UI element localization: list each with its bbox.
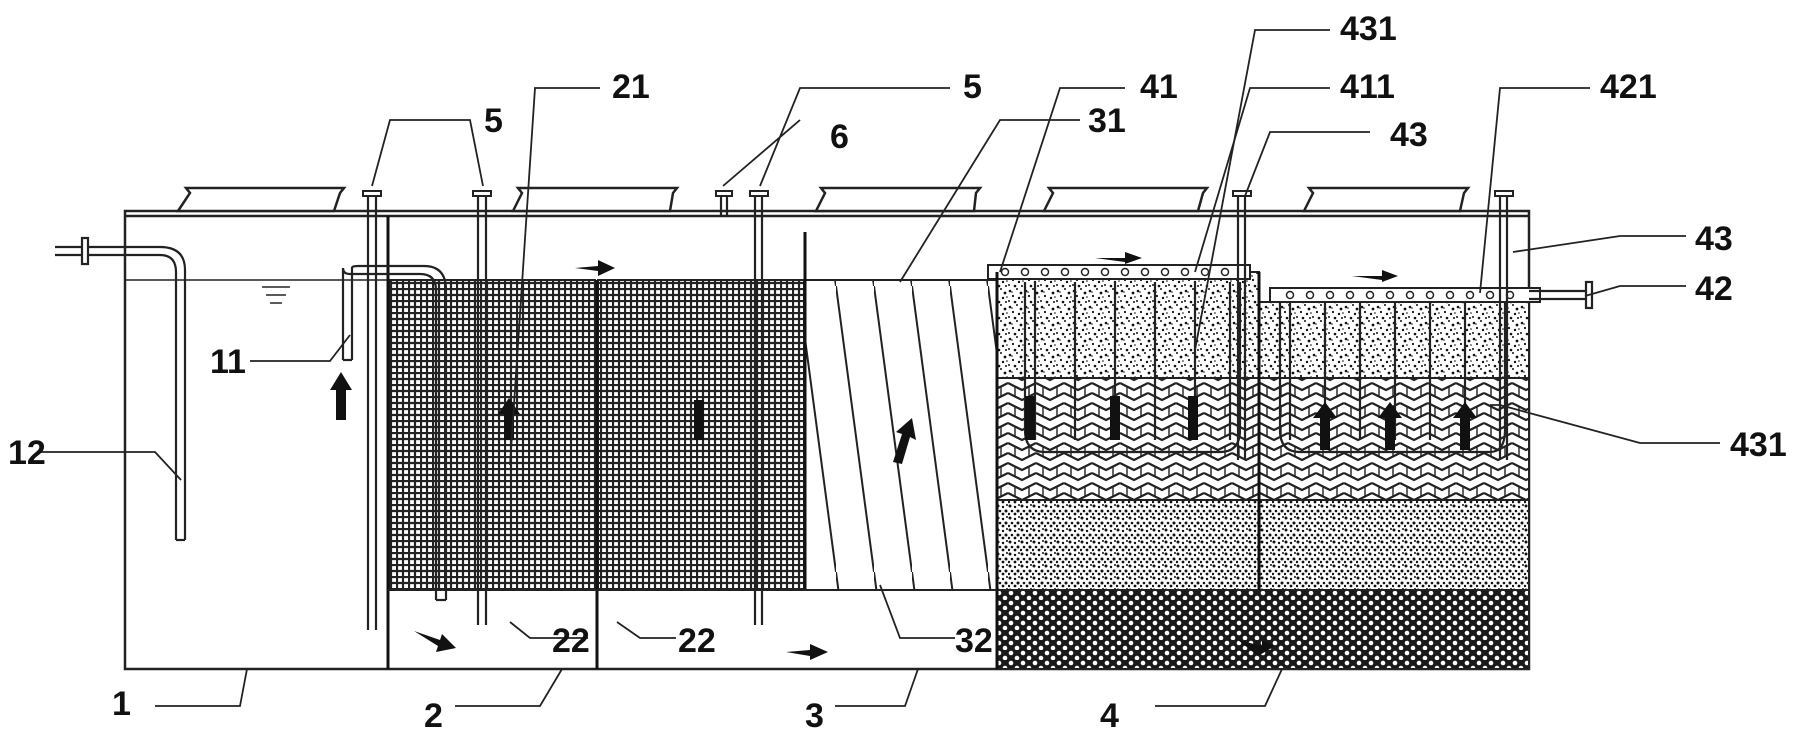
chamber-4-layers [996, 271, 1530, 670]
label-42: 42 [1695, 270, 1733, 308]
label-431-lower: 431 [1730, 426, 1787, 464]
label-31: 31 [1088, 102, 1126, 140]
partition-walls [386, 216, 1261, 669]
arrow-right-icon [1095, 252, 1142, 264]
flow-arrows [330, 252, 1477, 660]
label-21: 21 [612, 68, 650, 106]
label-22-right: 22 [678, 622, 716, 660]
label-411: 411 [1340, 68, 1395, 106]
label-43-lower: 43 [1695, 220, 1733, 258]
label-5-left: 5 [484, 102, 503, 140]
water-level [125, 279, 390, 304]
label-431-upper: 431 [1340, 10, 1397, 48]
arrow-down-icon [1188, 396, 1198, 440]
inlet-pipe-12 [55, 236, 187, 542]
label-2: 2 [424, 697, 443, 733]
arrow-right-icon [786, 644, 828, 660]
arrow-down-icon [1110, 396, 1120, 440]
labels: 1 2 3 4 5 5 6 11 12 21 22 22 31 32 41 41… [8, 10, 1787, 733]
rod-caps [362, 190, 1514, 197]
arrow-down-icon [1025, 396, 1035, 440]
tank-lids [175, 186, 1471, 213]
label-4: 4 [1100, 697, 1119, 733]
arrow-right-icon [575, 260, 615, 276]
arrow-down-icon [694, 400, 704, 440]
label-43-upper: 43 [1390, 116, 1428, 154]
chamber-3-plates [804, 279, 998, 591]
arrow-right-icon [1352, 270, 1398, 282]
label-12: 12 [8, 434, 46, 472]
label-1: 1 [112, 685, 131, 723]
arrow-right-icon [1238, 640, 1275, 656]
label-41: 41 [1140, 68, 1178, 106]
arrow-up-icon [1453, 402, 1477, 450]
label-5-right: 5 [963, 68, 982, 106]
arrow-up-icon [893, 418, 916, 464]
leader-lines [40, 29, 1720, 707]
label-421: 421 [1600, 68, 1657, 106]
arrow-up-icon [1313, 402, 1337, 450]
arrow-up-icon [1378, 402, 1402, 450]
label-6: 6 [830, 118, 849, 156]
label-22-left: 22 [552, 622, 590, 660]
arrow-right-icon [414, 631, 456, 652]
label-11: 11 [210, 343, 246, 381]
vertical-rods [366, 196, 1509, 630]
arrow-up-icon [330, 372, 352, 420]
label-3: 3 [805, 697, 824, 733]
pipe-holes [1000, 267, 1515, 300]
label-32: 32 [955, 622, 993, 660]
